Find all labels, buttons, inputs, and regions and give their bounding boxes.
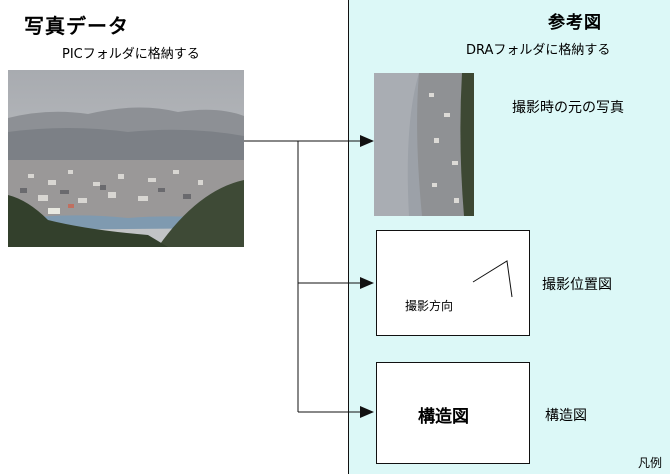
structure-box xyxy=(376,362,530,464)
arrow-to-structure xyxy=(360,406,374,418)
arrow-to-original-photo xyxy=(360,135,374,147)
source-photo xyxy=(8,70,244,247)
photo-data-title: 写真データ xyxy=(24,14,129,38)
structure-box-text: 構造図 xyxy=(418,407,469,427)
reference-subtitle: DRAフォルダに格納する xyxy=(466,43,611,58)
photo-data-subtitle: PICフォルダに格納する xyxy=(62,47,200,62)
original-photo-label: 撮影時の元の写真 xyxy=(512,100,624,116)
arrow-to-position-map xyxy=(360,277,374,289)
position-map-label: 撮影位置図 xyxy=(542,277,612,293)
legend-label: 凡例 xyxy=(638,456,663,470)
position-map-box xyxy=(376,230,530,336)
structure-label: 構造図 xyxy=(545,408,587,424)
original-photo-rotated xyxy=(374,73,474,216)
reference-title: 参考図 xyxy=(548,13,602,33)
shooting-direction-label: 撮影方向 xyxy=(405,299,454,313)
direction-wedge xyxy=(472,260,513,298)
